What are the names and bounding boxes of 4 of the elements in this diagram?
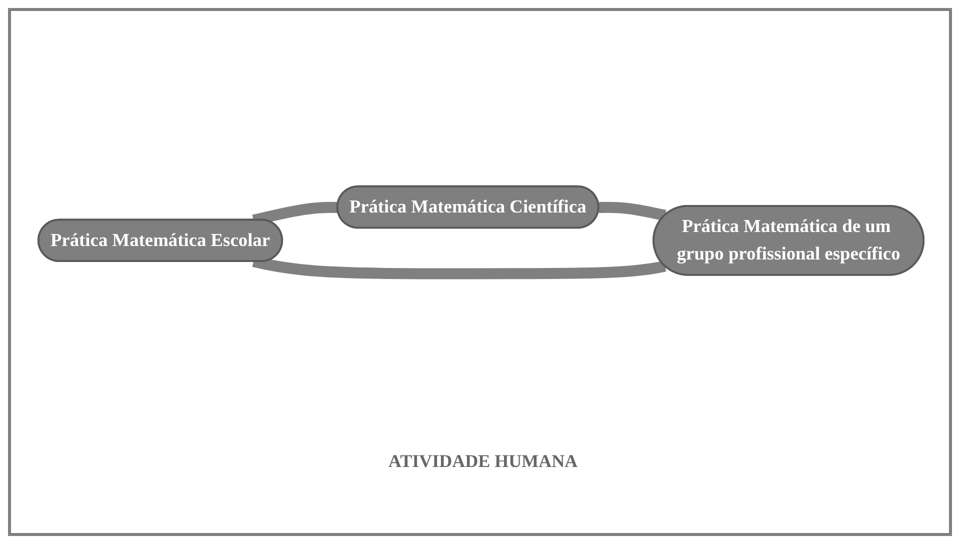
frame: Prática Matemática Científica Prática Matemática Escolar Prática Matemática de um grupo profissional específico ATIVIDADE HUMANA [8, 8, 952, 536]
connector [252, 256, 666, 280]
caption-text: ATIVIDADE HUMANA [387, 451, 579, 472]
connector [598, 202, 666, 222]
